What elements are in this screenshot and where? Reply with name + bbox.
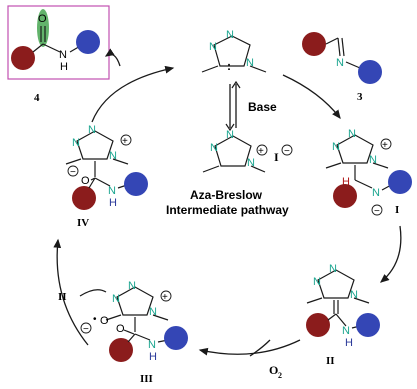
- center-title-line1: Aza-Breslow: [190, 188, 263, 202]
- svg-text:+: +: [258, 146, 264, 157]
- intermediate-I-label: I: [395, 204, 399, 216]
- center-title-line2: Intermediate pathway: [166, 203, 289, 217]
- carbene-lone-pair: :: [227, 59, 231, 73]
- base-label: Base: [248, 100, 277, 114]
- blue-group: [164, 326, 188, 350]
- svg-text:−: −: [374, 206, 380, 217]
- reagent-II-label: II: [58, 291, 67, 303]
- imine-3: N: [302, 32, 382, 84]
- svg-text:+: +: [382, 140, 388, 151]
- intermediate-II: N N N N H: [306, 263, 380, 349]
- red-group: [302, 32, 326, 56]
- svg-text:N: N: [108, 185, 116, 197]
- red-group: [306, 313, 330, 337]
- svg-text:N: N: [372, 187, 380, 199]
- intermediate-I: N N N + H N −: [325, 128, 412, 217]
- intermediate-IV-label: IV: [77, 217, 89, 229]
- product-4-box: [7, 5, 110, 80]
- svg-text:N: N: [210, 142, 218, 154]
- intermediate-III: N N N + O O • − N H: [80, 280, 188, 363]
- svg-text:N: N: [332, 141, 340, 153]
- peroxy-radical-dot: •: [93, 314, 97, 325]
- product-4: O N H: [7, 5, 110, 80]
- red-group: [11, 46, 35, 70]
- nhc-carbene: N N N :: [201, 29, 267, 73]
- svg-text:N: N: [329, 263, 337, 275]
- blue-group: [76, 30, 100, 54]
- alkoxide-oxygen: O: [81, 175, 90, 187]
- peroxy-oxygen-1: O: [100, 315, 109, 327]
- svg-text:N: N: [369, 154, 377, 166]
- svg-text:N: N: [313, 276, 321, 288]
- svg-text:N: N: [350, 289, 358, 301]
- svg-text:N: N: [149, 306, 157, 318]
- svg-text:N: N: [342, 325, 350, 337]
- svg-text:H: H: [109, 197, 117, 209]
- iodide-label: I: [274, 150, 279, 164]
- svg-text:N: N: [348, 128, 356, 140]
- svg-text:N: N: [128, 280, 136, 292]
- svg-text:+: +: [122, 136, 128, 147]
- intermediate-IV: N N N + O − N H: [65, 124, 148, 210]
- svg-text:H: H: [345, 337, 353, 349]
- svg-text:N: N: [209, 41, 217, 53]
- svg-text:N: N: [148, 339, 156, 351]
- svg-text:N: N: [112, 293, 120, 305]
- oxygen-subscript: 2: [278, 371, 282, 380]
- compound-3-label: 3: [357, 91, 363, 103]
- blue-group: [388, 170, 412, 194]
- oxygen-reagent: O: [269, 363, 278, 377]
- amide-hydrogen: H: [60, 61, 68, 73]
- svg-text:−: −: [70, 167, 76, 178]
- blue-group: [124, 172, 148, 196]
- svg-text:N: N: [226, 29, 234, 41]
- carbonyl-highlight: [37, 9, 49, 47]
- red-group: [72, 186, 96, 210]
- carbonyl-oxygen: O: [38, 13, 47, 25]
- blue-group: [356, 313, 380, 337]
- intermediate-III-label: III: [140, 373, 153, 385]
- cycle-arrows: [53, 48, 402, 357]
- compound-4-label: 4: [34, 92, 40, 104]
- svg-text:N: N: [88, 124, 96, 136]
- svg-text:H: H: [149, 351, 157, 363]
- base-equilibrium: Base: [225, 80, 277, 132]
- peroxy-oxygen-2: O: [116, 323, 125, 335]
- svg-text:+: +: [162, 292, 168, 303]
- triazolium-iodide: N N N + I −: [202, 129, 293, 173]
- hydrogen-I: H: [342, 176, 350, 188]
- svg-text:N: N: [72, 137, 80, 149]
- svg-text:N: N: [109, 150, 117, 162]
- svg-text:N: N: [226, 129, 234, 141]
- svg-text:N: N: [246, 57, 254, 69]
- svg-text:N: N: [247, 157, 255, 169]
- red-group: [109, 338, 133, 362]
- svg-text:−: −: [284, 146, 290, 157]
- red-group: [333, 184, 357, 208]
- blue-group: [358, 60, 382, 84]
- svg-text:N: N: [336, 57, 344, 69]
- intermediate-II-label: II: [326, 355, 335, 367]
- amide-nitrogen: N: [59, 49, 67, 61]
- svg-text:−: −: [83, 324, 89, 335]
